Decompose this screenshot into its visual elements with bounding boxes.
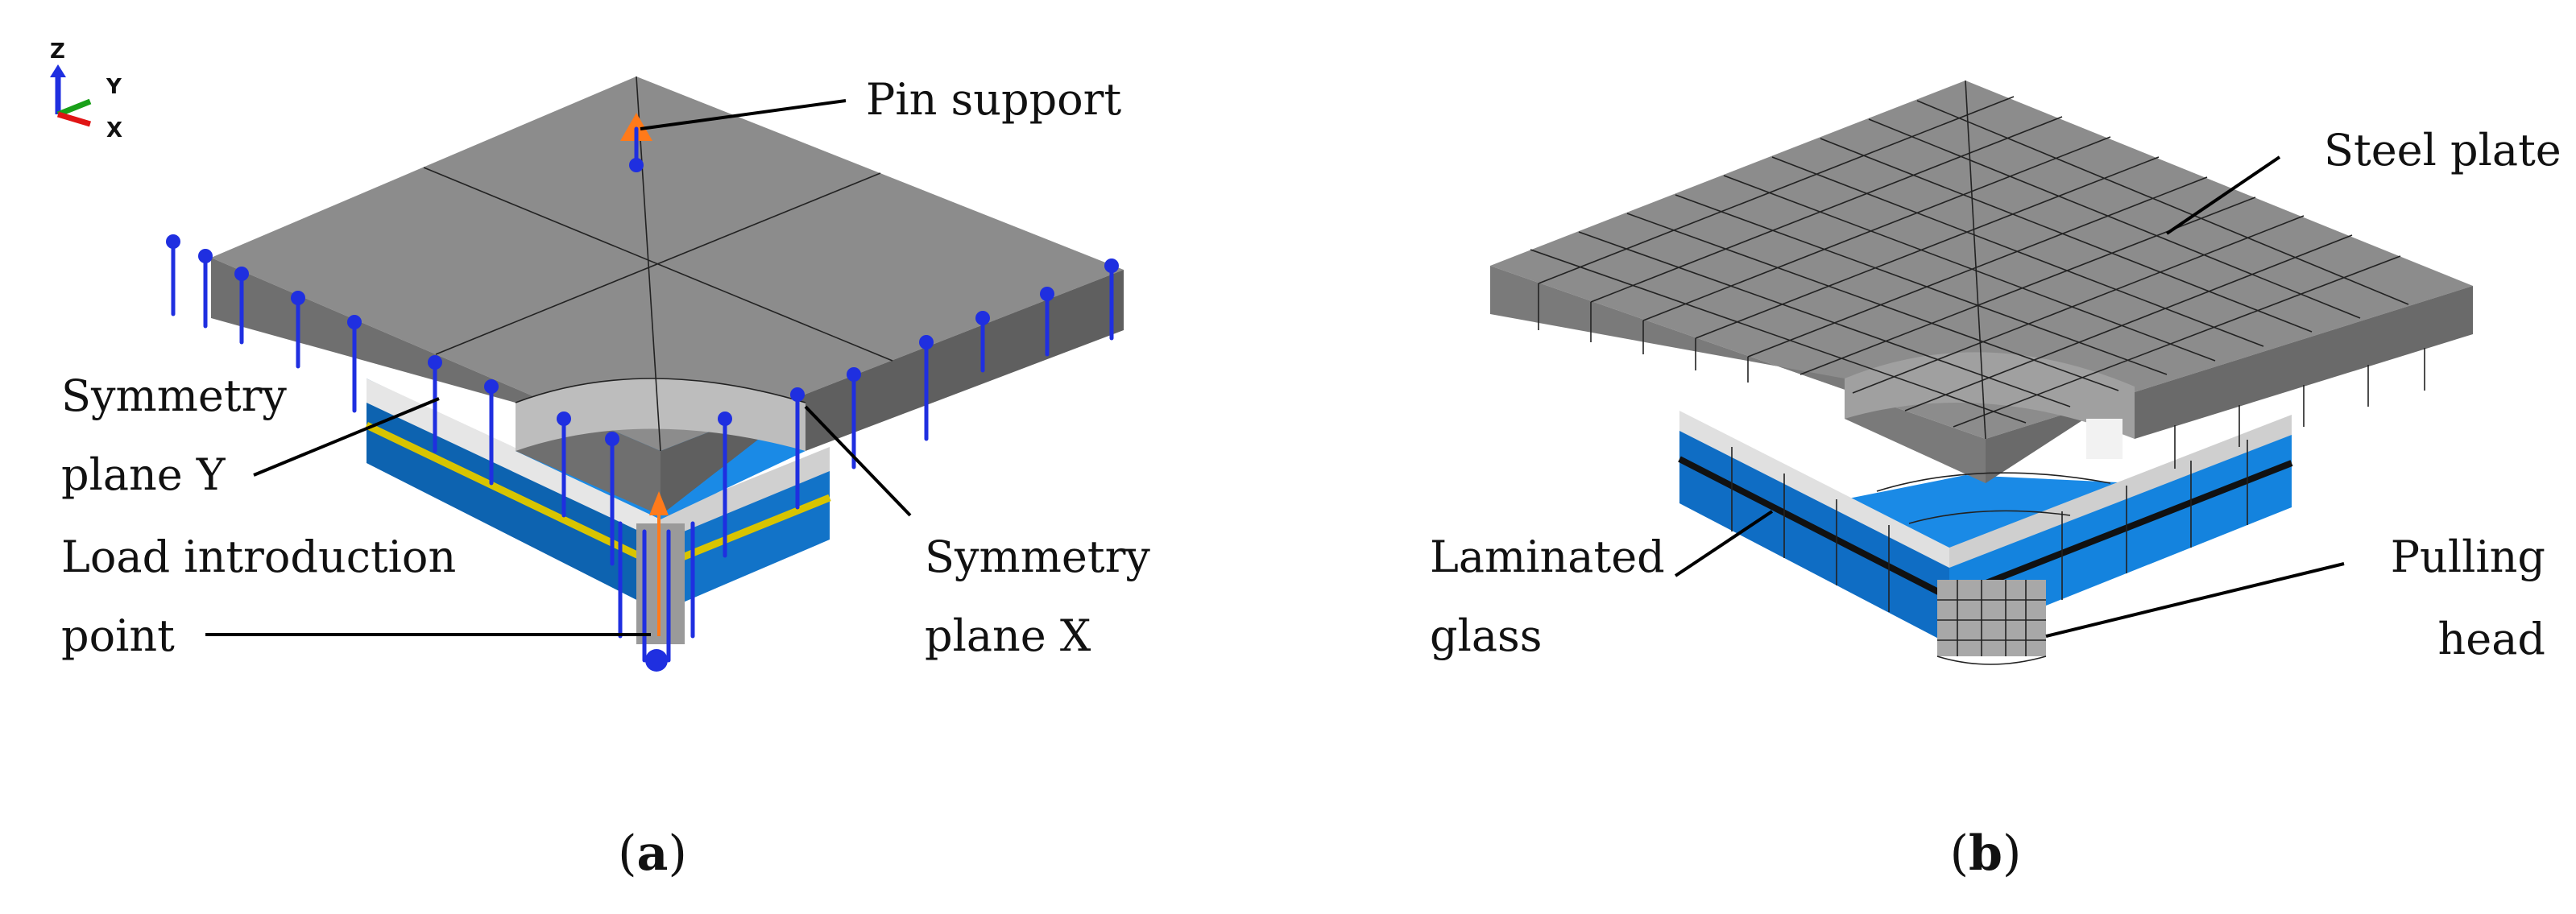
leader-laminated-glass bbox=[1674, 510, 1774, 577]
label-pulling-line2: head bbox=[2438, 614, 2546, 664]
label-pin-support: Pin support bbox=[866, 74, 1121, 125]
bond-layer-b-left bbox=[1679, 411, 1949, 568]
label-laminated-line2: glass bbox=[1430, 610, 1542, 661]
triad-x-label: X bbox=[106, 118, 122, 143]
triad-z-label: Z bbox=[50, 39, 65, 64]
label-load-line2: point bbox=[61, 610, 175, 661]
leader-symmetry-y bbox=[253, 397, 440, 477]
boundary-conditions-right bbox=[718, 258, 1119, 558]
caption-b-letter: b bbox=[1969, 825, 2002, 882]
boundary-conditions-left bbox=[166, 234, 619, 566]
leader-pin-support bbox=[640, 99, 847, 130]
label-laminated-line1: Laminated bbox=[1430, 531, 1665, 582]
interlayer-b-right bbox=[1948, 460, 2293, 601]
label-symmetry-x-line1: Symmetry bbox=[925, 531, 1150, 582]
leader-pulling-head bbox=[2045, 562, 2345, 638]
leader-symmetry-x bbox=[804, 405, 912, 517]
label-steel-plate: Steel plate bbox=[2324, 125, 2562, 176]
steel-plate-top bbox=[211, 77, 1124, 451]
steel-plate-left-side bbox=[211, 258, 661, 515]
side-mesh bbox=[1538, 283, 2425, 469]
axis-triad: Z Y X bbox=[50, 39, 122, 143]
label-symmetry-x-line2: plane X bbox=[925, 610, 1091, 661]
pin-support-marker bbox=[620, 113, 652, 172]
load-introduction-marker bbox=[649, 491, 669, 636]
steel-plate-b-top bbox=[1490, 81, 2473, 439]
interlayer-b-left bbox=[1678, 456, 1951, 601]
mesh-highlight bbox=[2086, 419, 2123, 459]
pulling-head-b bbox=[1937, 580, 2046, 656]
caption-b: (b) bbox=[1950, 825, 2022, 882]
steel-plate-b-right-side bbox=[1986, 286, 2473, 483]
label-symmetry-y-line1: Symmetry bbox=[61, 370, 287, 421]
caption-a-letter: a bbox=[637, 825, 669, 882]
bond-layer-left bbox=[367, 378, 661, 541]
panel-a-model: Pin support Symmetry plane Y Load introd… bbox=[61, 74, 1150, 882]
label-pulling-line1: Pulling bbox=[2391, 531, 2545, 582]
steel-plate-b-left-side bbox=[1490, 266, 1986, 483]
label-symmetry-y-line2: plane Y bbox=[61, 449, 226, 500]
triad-y-label: Y bbox=[106, 75, 122, 99]
interlayer-right bbox=[659, 494, 831, 570]
leader-steel-plate bbox=[2165, 155, 2281, 235]
steel-plate-right-side bbox=[661, 270, 1124, 515]
glass-mesh bbox=[1731, 440, 2248, 612]
steel-plate-hole bbox=[516, 378, 806, 451]
caption-a: (a) bbox=[618, 825, 687, 882]
bond-layer-right bbox=[661, 447, 830, 541]
label-load-line1: Load introduction bbox=[61, 531, 456, 582]
steel-plate-b-hole bbox=[1845, 352, 2135, 439]
bond-layer-b-right bbox=[1949, 415, 2292, 568]
glass-top-quarter bbox=[1679, 419, 2280, 556]
steel-plate-mesh bbox=[1530, 80, 2409, 440]
boundary-conditions-head bbox=[618, 521, 695, 672]
panel-b-model: Steel plate Laminated glass Pulling head… bbox=[1430, 80, 2562, 882]
